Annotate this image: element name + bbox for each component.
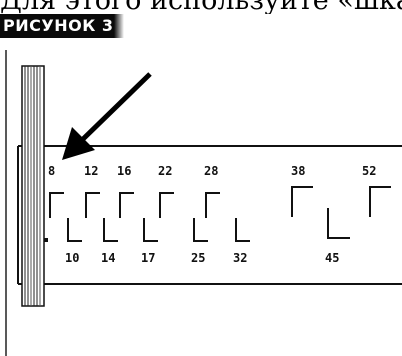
top-number: 28 [204,164,218,178]
pointer-arrow [62,72,152,160]
bottom-scale-numbers: 10 14 17 25 32 45 [65,251,339,265]
top-number: 16 [117,164,131,178]
top-number: 12 [84,164,98,178]
figure-label: РИСУНОК 3 [0,14,124,38]
top-number: 52 [362,164,376,178]
top-number: 22 [158,164,172,178]
bottom-number: 14 [101,251,115,265]
top-scale-numbers: 8 12 16 22 28 38 52 [48,164,376,178]
edge-tick [44,238,48,242]
top-text-fragment: Для этого используйте «шкал [0,0,402,14]
scale-marks [49,186,391,242]
bottom-number: 45 [325,251,339,265]
bottom-number: 17 [141,251,155,265]
top-number: 8 [48,164,55,178]
bottom-number: 10 [65,251,79,265]
ruler-holder [21,65,45,307]
top-number: 38 [291,164,305,178]
bottom-number: 25 [191,251,205,265]
bottom-number: 32 [233,251,247,265]
